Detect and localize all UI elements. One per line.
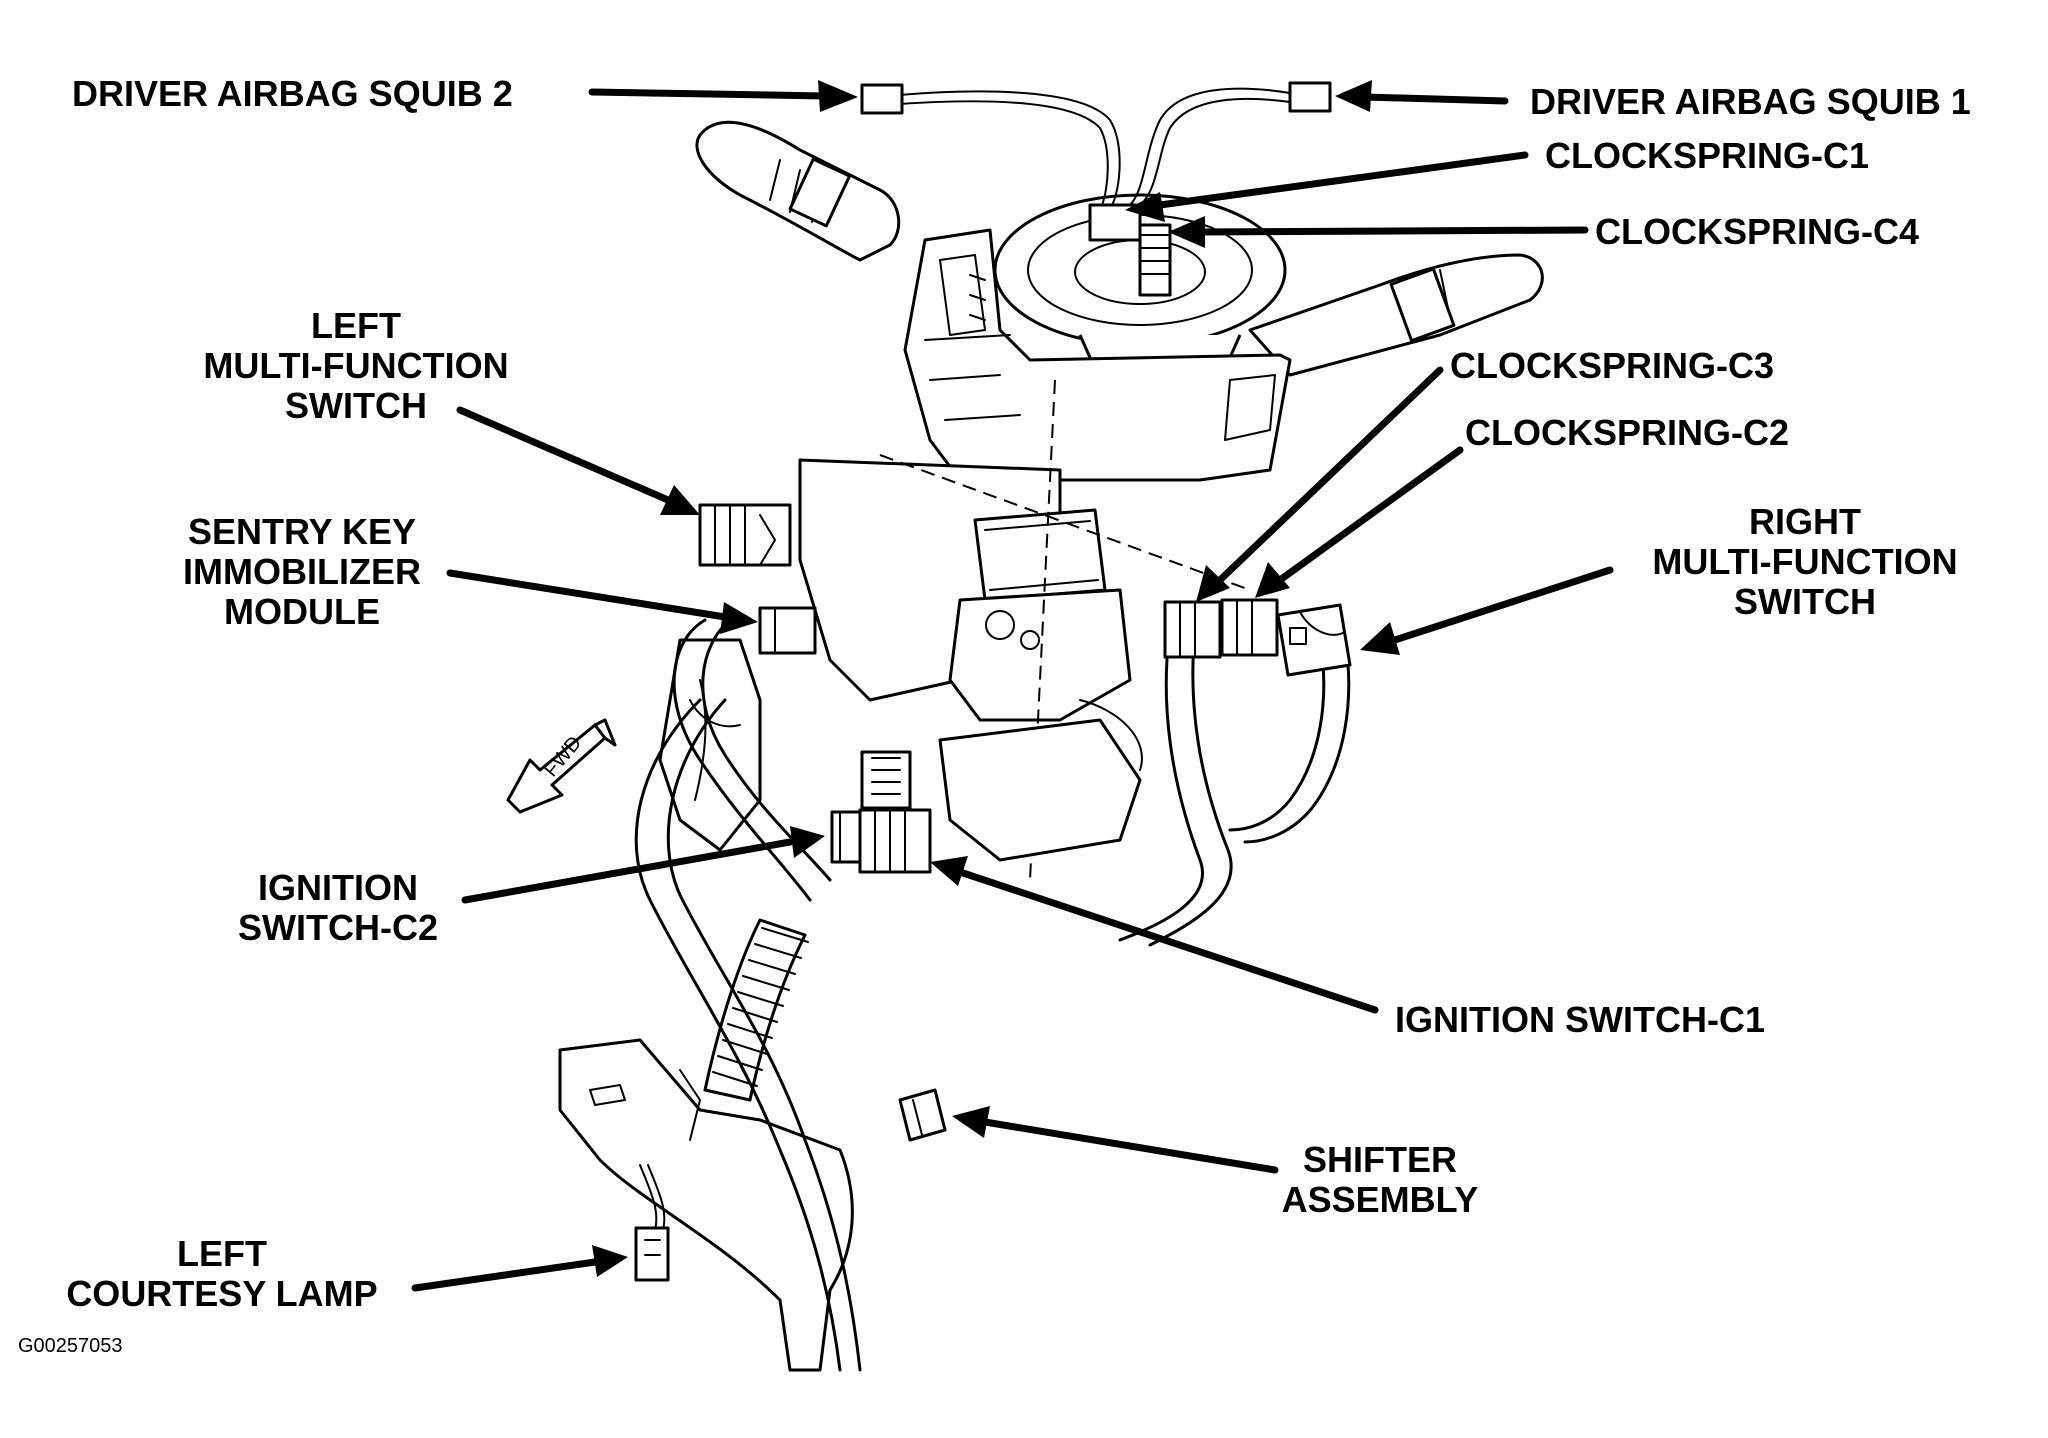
- label-shifter-assembly: SHIFTER ASSEMBLY: [1282, 1139, 1479, 1220]
- label-driver-airbag-squib-2: DRIVER AIRBAG SQUIB 2: [72, 73, 513, 114]
- steering-column-illustration: FWD: [506, 81, 1544, 1372]
- label-line: SWITCH: [1734, 581, 1876, 622]
- label-line: IGNITION: [258, 867, 418, 908]
- callout-labels: DRIVER AIRBAG SQUIB 2 DRIVER AIRBAG SQUI…: [18, 73, 1971, 1357]
- label-line: MULTI-FUNCTION: [1652, 541, 1957, 582]
- label-clockspring-c1: CLOCKSPRING-C1: [1545, 135, 1869, 176]
- label-ignition-switch-c2: IGNITION SWITCH-C2: [238, 867, 438, 948]
- label-line: SHIFTER: [1303, 1139, 1457, 1180]
- label-driver-airbag-squib-1: DRIVER AIRBAG SQUIB 1: [1530, 81, 1971, 122]
- label-line: LEFT: [311, 305, 401, 346]
- label-left-multi-function-switch: LEFT MULTI-FUNCTION SWITCH: [203, 305, 508, 426]
- label-clockspring-c4: CLOCKSPRING-C4: [1595, 211, 1919, 252]
- label-line: IMMOBILIZER: [183, 551, 421, 592]
- label-line: ASSEMBLY: [1282, 1179, 1479, 1220]
- callout-arrows: [411, 80, 1614, 1292]
- label-line: MULTI-FUNCTION: [203, 345, 508, 386]
- label-line: SWITCH: [285, 385, 427, 426]
- label-clockspring-c3: CLOCKSPRING-C3: [1450, 345, 1774, 386]
- label-left-courtesy-lamp: LEFT COURTESY LAMP: [66, 1233, 377, 1314]
- label-line: SWITCH-C2: [238, 907, 438, 948]
- label-line: COURTESY LAMP: [66, 1273, 377, 1314]
- label-line: RIGHT: [1749, 501, 1861, 542]
- label-sentry-key-immobilizer-module: SENTRY KEY IMMOBILIZER MODULE: [183, 511, 421, 632]
- figure-id: G00257053: [18, 1335, 123, 1357]
- label-line: SENTRY KEY: [188, 511, 416, 552]
- label-ignition-switch-c1: IGNITION SWITCH-C1: [1395, 999, 1765, 1040]
- label-line: MODULE: [224, 591, 380, 632]
- label-right-multi-function-switch: RIGHT MULTI-FUNCTION SWITCH: [1652, 501, 1957, 622]
- fwd-marker: FWD: [506, 718, 617, 814]
- label-clockspring-c2: CLOCKSPRING-C2: [1465, 412, 1789, 453]
- label-line: LEFT: [177, 1233, 267, 1274]
